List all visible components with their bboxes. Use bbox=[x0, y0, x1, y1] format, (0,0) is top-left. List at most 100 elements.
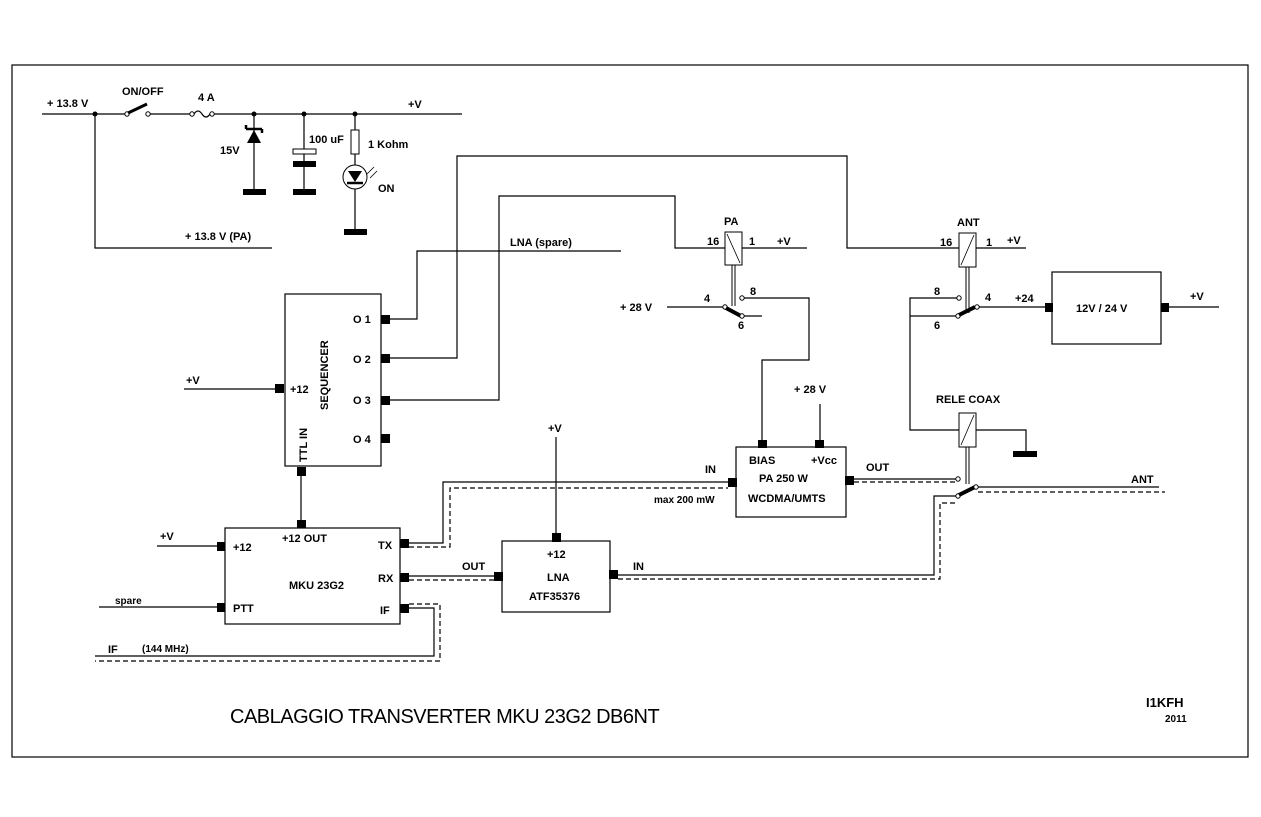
ground-icon bbox=[243, 189, 266, 195]
wire bbox=[976, 429, 1027, 452]
o3-wire bbox=[390, 195, 728, 401]
pa-module-block[interactable]: BIAS +Vcc PA 250 W WCDMA/UMTS bbox=[728, 440, 854, 518]
pa-relay-name: PA bbox=[724, 216, 739, 228]
pin-icon bbox=[400, 573, 409, 582]
mku-title: MKU 23G2 bbox=[289, 580, 344, 592]
coax-relay: RELE COAX ANT bbox=[936, 394, 1165, 499]
ant-relay-pin-1: 1 bbox=[986, 237, 992, 249]
bias-wire bbox=[744, 297, 810, 440]
mku-box[interactable] bbox=[224, 527, 401, 625]
pa-in-note: max 200 mW bbox=[654, 495, 715, 506]
lna-in-wire bbox=[618, 495, 956, 576]
pa-feed-label: + 13.8 V (PA) bbox=[185, 231, 251, 243]
plus-v-label: +V bbox=[408, 99, 422, 111]
sequencer-ttl-in: TTL IN bbox=[298, 428, 310, 462]
zener-diode-icon bbox=[244, 125, 264, 143]
on-off-switch-icon[interactable] bbox=[124, 102, 151, 117]
pa-relay: PA 16 1 +V 4 8 6 + 28 V bbox=[620, 216, 810, 440]
relay-contact-icon bbox=[958, 305, 976, 317]
pa-relay-supply: +V bbox=[777, 236, 791, 248]
power-section: + 13.8 V ON/OFF 4 A 15V 100 uF 1 Kohm ON… bbox=[42, 86, 462, 249]
pin-icon bbox=[845, 476, 854, 485]
ground-icon bbox=[1013, 451, 1037, 457]
pin-icon bbox=[381, 396, 390, 405]
converter-block[interactable]: 12V / 24 V bbox=[1045, 271, 1169, 345]
pin-icon bbox=[381, 315, 390, 324]
mku-rx-pin: RX bbox=[378, 573, 394, 585]
mku-block[interactable]: +12 OUT +12 MKU 23G2 PTT TX RX IF bbox=[217, 520, 409, 625]
drawing-frame bbox=[11, 64, 1249, 758]
pa-in-label: IN bbox=[705, 464, 716, 476]
pin-icon bbox=[815, 440, 824, 448]
resistor-label: 1 Kohm bbox=[368, 139, 409, 151]
ant-relay-contact-4: 4 bbox=[985, 292, 992, 304]
lna-in-label: IN bbox=[633, 561, 644, 573]
pa-out-label: OUT bbox=[866, 462, 890, 474]
pin-icon bbox=[1161, 303, 1169, 312]
sequencer-title: SEQUENCER bbox=[319, 340, 331, 410]
pin-icon bbox=[609, 570, 618, 579]
o2-wire bbox=[390, 155, 960, 359]
sequencer-o2: O 2 bbox=[353, 354, 371, 366]
pa-relay-contact-4: 4 bbox=[704, 293, 711, 305]
pin-icon bbox=[275, 384, 284, 393]
sequencer-o4: O 4 bbox=[353, 434, 372, 446]
author-year: 2011 bbox=[1165, 714, 1187, 725]
coax-relay-name: RELE COAX bbox=[936, 394, 1001, 406]
ptt-wire-label: spare bbox=[115, 596, 142, 607]
pin-icon bbox=[381, 354, 390, 363]
mku-ptt-pin: PTT bbox=[233, 603, 254, 615]
if-wire bbox=[95, 607, 435, 657]
ant-relay-name: ANT bbox=[957, 217, 980, 229]
ant-relay-pin-16: 16 bbox=[940, 237, 952, 249]
fuse-label: 4 A bbox=[198, 92, 215, 104]
pa-vcc-pin: +Vcc bbox=[811, 455, 837, 467]
sequencer-box[interactable] bbox=[284, 293, 382, 467]
if-wire-label: IF bbox=[108, 644, 118, 656]
supply-input-label: + 13.8 V bbox=[47, 98, 89, 110]
pa-module-title: PA 250 W bbox=[759, 473, 809, 485]
lna-title: LNA bbox=[547, 572, 570, 584]
resistor-icon bbox=[350, 129, 360, 155]
fuse-icon bbox=[189, 110, 215, 118]
sequencer-o1: O 1 bbox=[353, 314, 371, 326]
converter-title: 12V / 24 V bbox=[1076, 303, 1128, 315]
pin-icon bbox=[1045, 303, 1053, 312]
pa-relay-pin-16: 16 bbox=[707, 236, 719, 248]
capacitor-icon bbox=[292, 148, 317, 167]
tx-shield bbox=[409, 487, 728, 548]
pa-relay-pin-1: 1 bbox=[749, 236, 755, 248]
pin-icon bbox=[381, 434, 390, 443]
lna-spare-label: LNA (spare) bbox=[510, 237, 572, 249]
author-callsign: I1KFH bbox=[1146, 695, 1184, 710]
sequencer-supply-pin: +12 bbox=[290, 384, 309, 396]
pin-icon bbox=[400, 539, 409, 548]
pa-bias-pin: BIAS bbox=[749, 455, 775, 467]
relay-contact-icon bbox=[725, 306, 742, 318]
pin-icon bbox=[728, 478, 737, 487]
ant-relay-plus24: +24 bbox=[1015, 293, 1035, 305]
sequencer-o3: O 3 bbox=[353, 395, 371, 407]
pa-module-box[interactable] bbox=[735, 446, 847, 518]
o1-wire bbox=[390, 250, 621, 320]
pa-relay-contact-6: 6 bbox=[738, 320, 744, 332]
pa-relay-contact-8: 8 bbox=[750, 286, 756, 298]
pa-relay-28v: + 28 V bbox=[620, 302, 653, 314]
pa-module-subtitle: WCDMA/UMTS bbox=[748, 493, 826, 505]
if-freq-label: (144 MHz) bbox=[142, 644, 189, 655]
mku-tx-pin: TX bbox=[378, 540, 393, 552]
led-label: ON bbox=[378, 183, 395, 195]
ant-relay-contact-8: 8 bbox=[934, 286, 940, 298]
led-icon bbox=[342, 164, 378, 190]
lna-block[interactable]: +12 LNA ATF35376 bbox=[494, 533, 618, 613]
sequencer-block[interactable]: +12 SEQUENCER TTL IN O 1 O 2 O 3 O 4 bbox=[275, 293, 390, 476]
pa-feed-wire bbox=[94, 114, 272, 249]
lna-subtitle: ATF35376 bbox=[529, 591, 580, 603]
converter-box[interactable] bbox=[1051, 271, 1162, 345]
pin-icon bbox=[297, 520, 306, 528]
converter-out-label: +V bbox=[1190, 291, 1204, 303]
mku-if-pin: IF bbox=[380, 605, 390, 617]
if-shield bbox=[95, 603, 441, 662]
ant-relay-contact-6: 6 bbox=[934, 320, 940, 332]
